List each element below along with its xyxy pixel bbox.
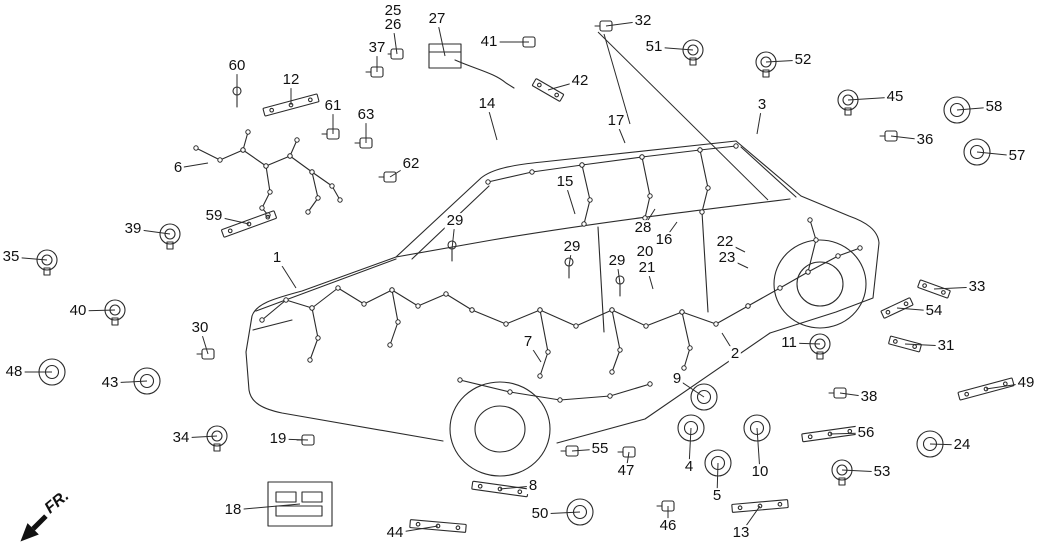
part-glyph-strip <box>731 499 789 513</box>
part-glyph-strip <box>221 210 277 238</box>
front-direction-indicator: FR. <box>20 487 73 542</box>
part-glyph-clip <box>560 445 579 457</box>
part-glyph-clip <box>296 434 315 446</box>
part-glyph-ring <box>133 367 161 395</box>
front-arrow-icon <box>20 514 48 542</box>
part-glyph-ring <box>38 358 66 386</box>
part-glyph-clip <box>378 171 397 183</box>
part-glyph-bolt <box>615 275 625 297</box>
part-glyphs <box>36 20 1015 533</box>
part-glyph-strip <box>262 93 320 117</box>
part-glyph-ring <box>704 449 732 477</box>
part-glyph-bracket <box>880 297 914 319</box>
part-glyph-ring <box>916 430 944 458</box>
part-glyph-strip <box>957 377 1015 401</box>
part-glyph-bracket <box>531 78 565 102</box>
part-glyph-clamp <box>831 459 853 486</box>
part-glyph-ring <box>677 414 705 442</box>
part-glyph-bolt <box>232 86 242 108</box>
part-glyph-clamp <box>755 51 777 78</box>
part-glyph-ring <box>743 414 771 442</box>
part-glyph-clip <box>517 36 536 48</box>
part-glyph-strip <box>409 519 467 533</box>
part-glyph-bracket <box>888 335 922 353</box>
part-glyph-bolt <box>447 240 457 262</box>
part-glyph-clip <box>617 446 636 458</box>
car-outline <box>245 59 880 477</box>
part-glyph-clip <box>828 387 847 399</box>
part-glyph-ring <box>566 498 594 526</box>
part-glyph-clip <box>354 137 373 149</box>
part-glyph-clip <box>196 348 215 360</box>
rear-wheel <box>773 239 867 329</box>
part-glyph-clamp <box>36 249 58 276</box>
part-glyph-clip <box>321 128 340 140</box>
part-glyph-clip <box>879 130 898 142</box>
harness-lines <box>193 129 863 403</box>
part-glyph-ring <box>943 96 971 124</box>
part-glyph-clip <box>385 48 404 60</box>
part-glyph-clamp <box>206 425 228 452</box>
part-glyph-bigbox <box>267 481 333 527</box>
front-direction-label: FR. <box>42 487 73 517</box>
part-glyph-bolt <box>564 257 574 279</box>
part-glyph-ring <box>963 138 991 166</box>
part-glyph-clamp <box>837 89 859 116</box>
part-glyph-clip <box>365 66 384 78</box>
part-glyph-ring <box>690 383 718 411</box>
part-glyph-clamp <box>104 299 126 326</box>
part-glyph-box <box>428 43 462 69</box>
part-glyph-bracket <box>917 279 951 299</box>
part-glyph-clamp <box>682 39 704 66</box>
part-glyph-clamp <box>809 333 831 360</box>
part-glyph-clamp <box>159 223 181 250</box>
part-glyph-clip <box>594 20 613 32</box>
leader-lines <box>10 18 1027 534</box>
part-glyph-strip <box>471 480 529 498</box>
front-wheel <box>449 381 551 477</box>
part-glyph-clip <box>656 500 675 512</box>
